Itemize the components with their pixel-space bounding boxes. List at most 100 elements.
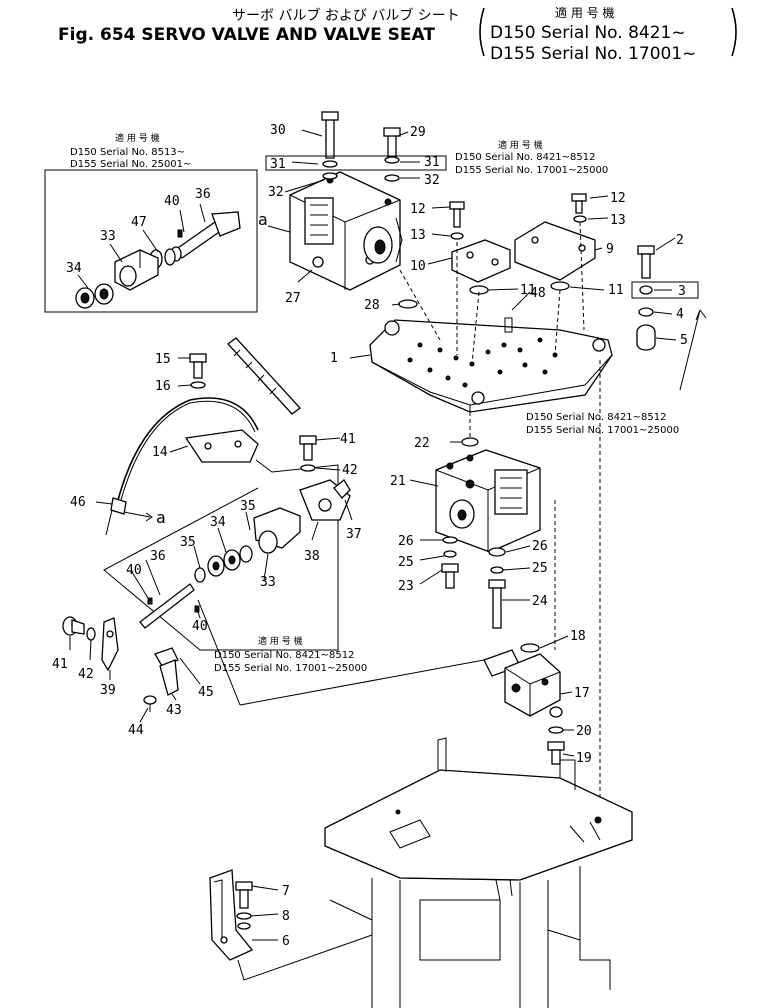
inset-frame [44,169,258,313]
callout-11b: 11 [608,283,624,298]
callout-5: 5 [680,333,688,348]
callout-13a: 13 [410,228,426,243]
callout-41a: 41 [340,432,356,447]
shaft-assembly: 36 40 35 34 35 33 40 [126,499,301,634]
callout-22: 22 [414,436,430,451]
middle-note-line2: D155 Serial No. 17001~25000 [526,425,679,436]
upper-note: 適 用 号 機 D150 Serial No. 8421~8512 D155 S… [455,139,608,176]
callout-31a: 31 [270,157,286,172]
inset-note-line1: D150 Serial No. 8513~ [70,147,185,158]
frame-structure [324,737,633,1008]
callout-47: 47 [131,215,147,230]
callout-35a: 35 [180,535,196,550]
callout-32a: 32 [268,185,284,200]
shaft-part [170,211,241,262]
callout-2: 2 [676,233,684,248]
callout-1: 1 [330,351,338,366]
callout-12a: 12 [410,202,426,217]
serial-range-1: D150 Serial No. 8421~ [490,23,686,43]
callout-29: 29 [410,125,426,140]
callout-43: 43 [166,703,182,718]
lower-note: 適 用 号 機 D150 Serial No. 8421~8512 D155 S… [214,635,367,674]
callout-40b: 40 [126,563,142,578]
serial-range-2: D155 Serial No. 17001~ [490,44,696,64]
callout-36b: 36 [150,549,166,564]
callout-42b: 42 [78,667,94,682]
callout-26a: 26 [398,534,414,549]
callout-18: 18 [570,629,586,644]
upper-note-jp: 適 用 号 機 [498,139,543,151]
callout-38: 38 [304,549,320,564]
lower-note-line1: D150 Serial No. 8421~8512 [214,650,355,661]
close-bracket [731,7,737,57]
callout-34a: 34 [66,261,82,276]
bearing-part [75,283,114,309]
callout-17: 17 [574,686,590,701]
callout-25b: 25 [532,561,548,576]
servo-valve-lower: 22 21 26 25 23 26 25 24 [390,436,548,629]
callout-6: 6 [282,934,290,949]
figure-title: Fig. 654 SERVO VALVE AND VALVE SEAT [58,25,435,45]
callout-14: 14 [152,445,168,460]
jp-title: サーボ バルブ および バルブ シート [232,7,460,24]
callout-12b: 12 [610,191,626,206]
lower-note-line2: D155 Serial No. 17001~25000 [214,663,367,674]
callout-37: 37 [346,527,362,542]
callout-21: 21 [390,474,406,489]
open-bracket [479,7,485,57]
callout-11a: 11 [520,283,536,298]
middle-note-line1: D150 Serial No. 8421~8512 [526,412,667,423]
upper-note-line1: D150 Serial No. 8421~8512 [455,152,596,163]
callout-30: 30 [270,123,286,138]
callout-8: 8 [282,909,290,924]
linkage-parts: 15 16 14 46 a [70,337,339,651]
inset-note-line2: D155 Serial No. 25001~ [70,159,191,170]
header: サーボ バルブ および バルブ シート Fig. 654 SERVO VALVE… [58,5,737,64]
callout-39: 39 [100,683,116,698]
pin-part [177,229,183,238]
callout-9: 9 [606,242,614,257]
callout-19: 19 [576,751,592,766]
valve-17-parts: 18 17 20 19 [197,599,592,766]
callout-10: 10 [410,259,426,274]
right-parts: 2 3 4 5 [631,233,707,391]
inset-note-jp: 適 用 号 機 [115,132,160,144]
callout-45: 45 [198,685,214,700]
callout-31b: 31 [424,155,440,170]
callout-33a: 33 [100,229,116,244]
callout-27: 27 [285,291,301,306]
callout-20: 20 [576,724,592,739]
callout-28: 28 [364,298,380,313]
bracket-6-parts: 7 8 6 [209,869,373,981]
callout-44: 44 [128,723,144,738]
callout-33b: 33 [260,575,276,590]
callout-46: 46 [70,495,86,510]
callout-35b: 35 [240,499,256,514]
callout-4: 4 [676,307,684,322]
valve-seat-plate: 1 28 48 [330,221,613,820]
callout-26b: 26 [532,539,548,554]
callout-34b: 34 [210,515,226,530]
upper-note-line2: D155 Serial No. 17001~25000 [455,165,608,176]
callout-42a: 42 [342,463,358,478]
cover-parts: 12 13 10 12 13 9 11 11 [410,191,626,298]
callout-32b: 32 [424,173,440,188]
callout-48: 48 [530,286,546,301]
callout-16: 16 [155,379,171,394]
washer-box-3 [631,281,699,299]
callout-41b: 41 [52,657,68,672]
lower-note-jp: 適 用 号 機 [258,635,303,647]
callout-25a: 25 [398,555,414,570]
spacer-part [164,248,176,266]
lever-parts: 41 42 37 38 [299,432,362,564]
middle-note: D150 Serial No. 8421~8512 D155 Serial No… [526,412,679,436]
reference-a-upper: a [258,210,268,229]
callout-40c: 40 [192,619,208,634]
lower-left-parts: 41 42 39 43 44 45 [52,616,214,738]
applicable-models-label: 適 用 号 機 [555,5,614,20]
callout-15: 15 [155,352,171,367]
servo-valve-upper: 30 29 31 31 32 32 a 27 [258,111,447,306]
washer-group-box [265,155,447,171]
callout-36a: 36 [195,187,211,202]
